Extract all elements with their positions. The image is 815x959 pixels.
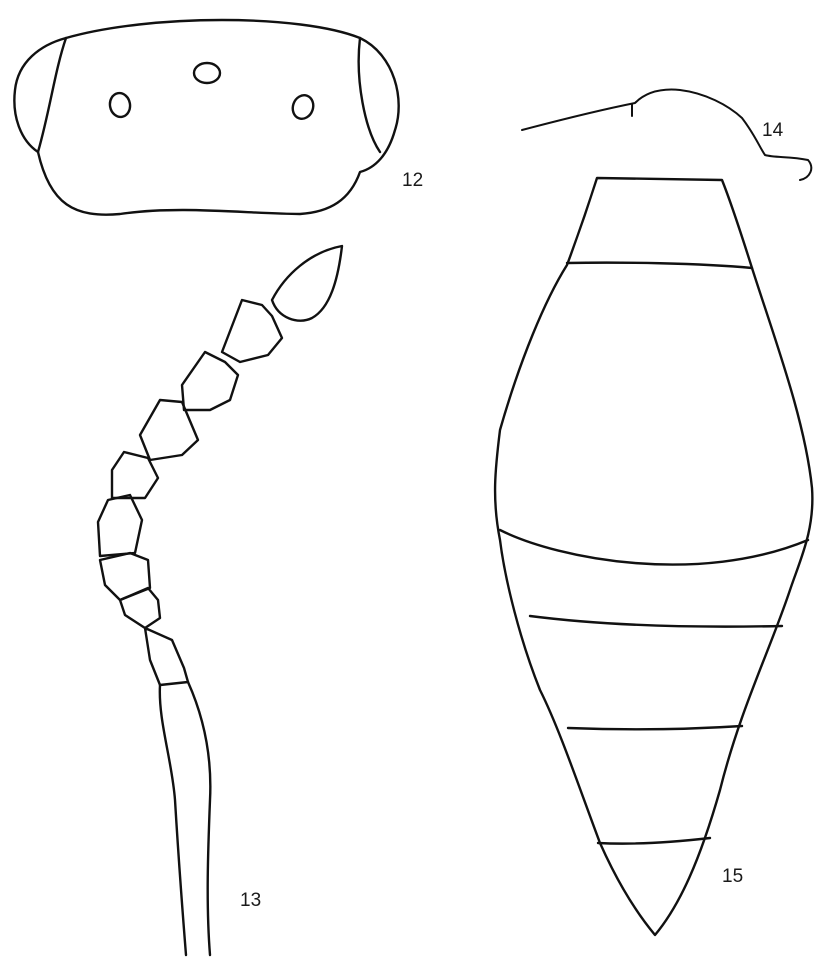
compound-eye-left	[38, 38, 66, 152]
figure-number-15: 15	[722, 866, 743, 887]
antenna-segment-5	[98, 495, 142, 556]
gaster-tergite-boundary-4	[568, 726, 742, 729]
antenna-segment-9	[222, 300, 282, 362]
antenna-pedicel	[145, 628, 188, 685]
head-capsule-outline	[14, 20, 398, 215]
fig-12-head: 12	[14, 20, 423, 215]
figure-number-12: 12	[402, 170, 423, 191]
gaster-tergite-boundary-1	[567, 263, 752, 268]
figure-number-14: 14	[762, 120, 784, 141]
ocellus-median	[194, 63, 220, 83]
gaster-tergite-boundary-5	[598, 838, 710, 844]
antenna-scape	[160, 682, 211, 955]
antenna-club	[272, 246, 342, 321]
fig-14-petiole: 14	[522, 90, 811, 180]
ocellus-right	[289, 92, 316, 121]
gaster-tergite-boundary-2	[500, 530, 808, 565]
gaster-tergite-boundary-3	[530, 616, 782, 627]
antenna-segment-4	[100, 553, 150, 600]
gaster-outline	[495, 178, 812, 935]
fig-15-gaster: 15	[495, 178, 812, 935]
antenna-segment-3	[120, 588, 160, 628]
compound-eye-right	[359, 38, 380, 152]
fig-13-antenna: 13	[98, 246, 342, 955]
ocellus-left	[108, 91, 132, 118]
figure-number-13: 13	[240, 890, 261, 911]
antenna-segment-8	[182, 352, 238, 410]
